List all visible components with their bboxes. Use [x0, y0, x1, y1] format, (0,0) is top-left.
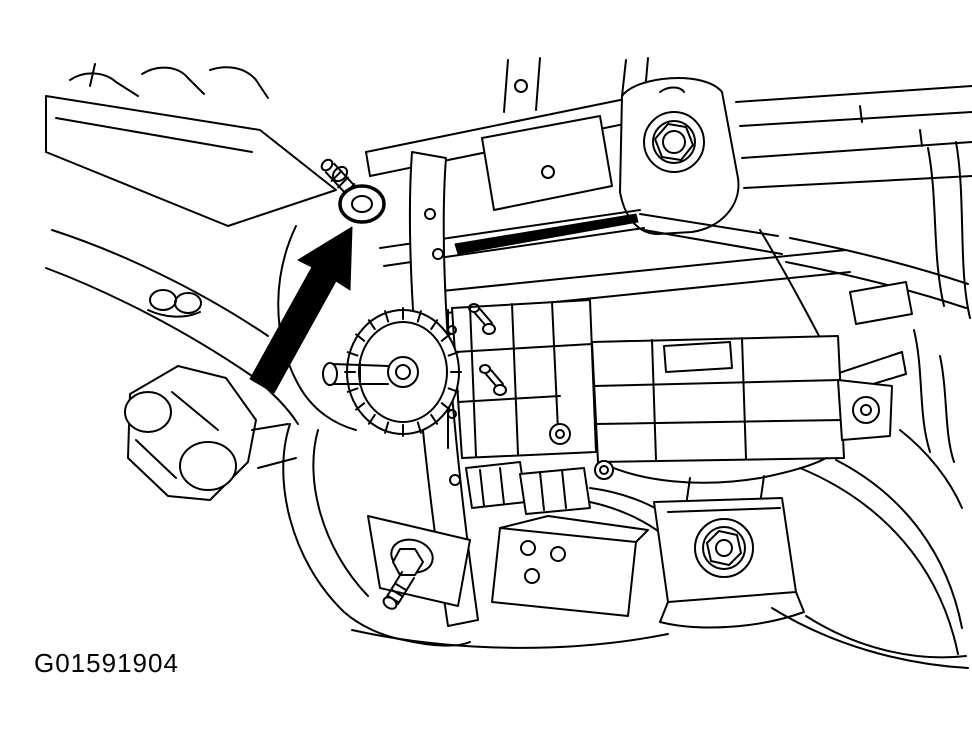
- stud-base: [482, 323, 496, 335]
- toothed-disc: [322, 307, 462, 449]
- shadow-wedge: [454, 213, 639, 255]
- pointed-mounting-stud: [320, 158, 386, 224]
- lower-center-bracket: [351, 515, 669, 649]
- figure-id-label: G01591904: [34, 648, 179, 678]
- upper-cross-member: [365, 57, 649, 211]
- motor-assembly: [451, 299, 893, 507]
- lower-left-mount-bolt: [367, 515, 471, 610]
- right-lower-curves: [771, 429, 969, 669]
- lower-right-mount: [653, 497, 805, 629]
- mount-hex-bolt-icon: [706, 530, 742, 566]
- column-lower-curves: [251, 423, 405, 641]
- shaft-tip: [322, 362, 338, 386]
- upper-mount-bracket: [619, 77, 839, 373]
- flat-panel: [45, 95, 337, 227]
- lower-left-knob-assembly: [124, 365, 257, 501]
- indicator-arrow: [249, 226, 353, 394]
- wiring-connector: [465, 461, 701, 541]
- upper-hex-bolt-icon: [654, 123, 694, 161]
- stud-washer: [338, 184, 386, 224]
- indicator-arrow-icon: [249, 226, 353, 394]
- upper-left-structure: [69, 63, 269, 99]
- hex-bolt-icon: [392, 548, 424, 576]
